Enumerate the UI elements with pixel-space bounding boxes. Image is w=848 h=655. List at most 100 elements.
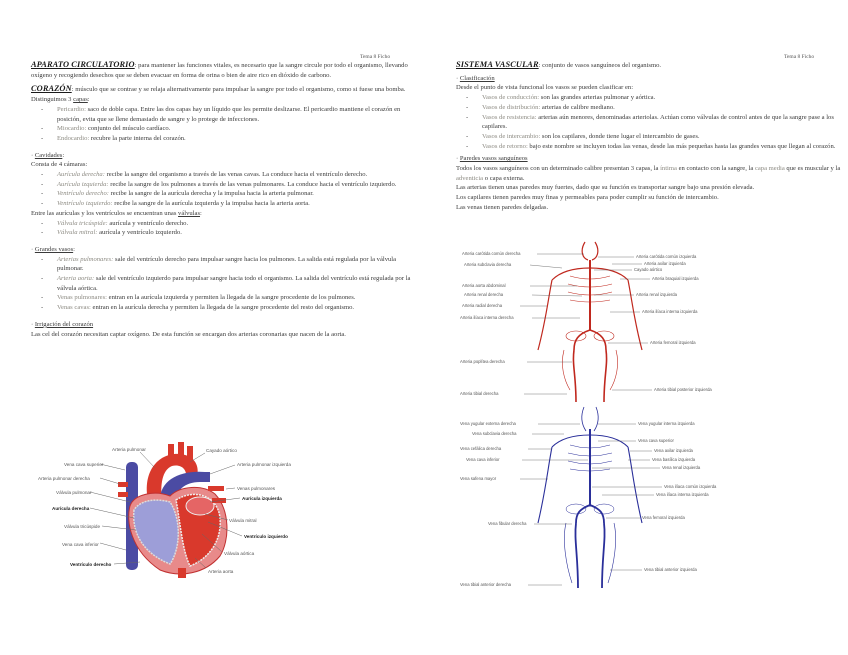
list-item: Endocardio: recubre la parte interna del…: [41, 134, 416, 144]
sistema-title: SISTEMA VASCULAR: [456, 60, 539, 69]
aparato-title: APARATO CIRCULATORIO: [31, 60, 135, 69]
svg-text:Vena tibial anterior derecha: Vena tibial anterior derecha: [460, 582, 512, 587]
svg-text:Vena cava superior: Vena cava superior: [638, 438, 674, 443]
svg-text:Arteria carótida común izquier: Arteria carótida común izquierda: [636, 254, 697, 259]
list-item: Vasos de conducción: son las grandes art…: [466, 93, 848, 103]
svg-text:Arteria braquial izquierda: Arteria braquial izquierda: [652, 276, 699, 281]
arteries-diagram: Arteria carótida común derecha Arteria s…: [460, 241, 712, 403]
svg-text:Cayado aórtico: Cayado aórtico: [634, 267, 663, 272]
svg-text:Vena axilar izquierda: Vena axilar izquierda: [654, 448, 694, 453]
svg-text:Vena yugular interna izquierda: Vena yugular interna izquierda: [638, 421, 695, 426]
svg-text:Arteria renal izquierda: Arteria renal izquierda: [636, 292, 678, 297]
list-item: Vasos de distribución: arterias de calib…: [466, 103, 848, 113]
sistema-paragraph: SISTEMA VASCULAR: conjunto de vasos sang…: [456, 60, 662, 69]
cavidades-intro: Consta de 4 cámaras:: [31, 161, 88, 169]
paredes-p2: Las arterias tienen unas paredes muy fue…: [456, 184, 755, 192]
svg-text:Válvula tricúspide: Válvula tricúspide: [64, 524, 100, 529]
svg-text:Vena cava inferior: Vena cava inferior: [62, 542, 99, 547]
svg-text:Vena yugular externa derecha: Vena yugular externa derecha: [460, 421, 517, 426]
svg-text:Arteria ilíaca interna derecha: Arteria ilíaca interna derecha: [460, 315, 514, 320]
svg-text:Vena renal izquierda: Vena renal izquierda: [662, 465, 701, 470]
svg-text:Arteria pulmonar derecha: Arteria pulmonar derecha: [38, 476, 90, 481]
corazon-title: CORAZÓN: [31, 84, 72, 94]
svg-text:Aurícula izquierda: Aurícula izquierda: [242, 496, 282, 501]
list-item: Miocardio: conjunto del músculo cardíaco…: [41, 124, 416, 134]
svg-text:Arteria femoral izquierda: Arteria femoral izquierda: [650, 340, 696, 345]
cavidades-list: Aurícula derecha: recibe la sangre del o…: [31, 170, 416, 209]
list-item: Pericardio: saco de doble capa. Entre la…: [41, 105, 416, 124]
svg-text:Aurícula derecha: Aurícula derecha: [52, 506, 90, 511]
veins-diagram: Vena yugular externa derecha Vena subcla…: [460, 406, 717, 589]
page-header: Tema 8 Ficho: [360, 54, 391, 60]
svg-text:Ventrículo derecho: Ventrículo derecho: [70, 562, 112, 567]
list-item: Aurícula izquierda: recibe la sangre de …: [41, 180, 416, 190]
valvulas-list: Válvula tricúspide: aurícula y ventrícul…: [31, 219, 416, 238]
svg-text:Vena ilíaca interna izquierda: Vena ilíaca interna izquierda: [656, 492, 709, 497]
grandes-vasos-list: Arterias pulmonares: sale del ventrículo…: [31, 255, 416, 313]
svg-text:Vena subclavia derecha: Vena subclavia derecha: [472, 431, 517, 436]
cavidades-heading: · Cavidades:: [31, 151, 65, 159]
list-item: Vasos de intercambio: son los capilares,…: [466, 132, 848, 142]
heart-diagram: Vena cava superior Arteria pulmonar dere…: [38, 442, 291, 578]
svg-text:Vena tibial anterior izquierda: Vena tibial anterior izquierda: [644, 567, 698, 572]
svg-text:Vena safena mayor: Vena safena mayor: [460, 476, 497, 481]
svg-text:Vena cava inferior: Vena cava inferior: [466, 457, 500, 462]
clasificacion-heading: · Clasificación: [456, 74, 495, 82]
capas-list: Pericardio: saco de doble capa. Entre la…: [31, 105, 416, 144]
svg-text:Arteria aorta abdominal: Arteria aorta abdominal: [462, 283, 506, 288]
capas-intro: Distinguimos 3 capas:: [31, 96, 90, 104]
left-page: Tema 8 Ficho APARATO CIRCULATORIO: para …: [0, 0, 424, 655]
list-item: Arterias pulmonares: sale del ventrículo…: [41, 255, 416, 274]
irrigacion-text: Las cel del corazón necesitan captar oxí…: [31, 330, 346, 338]
paredes-p3: Los capilares tienen paredes muy finas y…: [456, 194, 719, 202]
paredes-p1: Todos los vasos sanguíneos con un determ…: [456, 165, 841, 182]
svg-text:Arteria tibial posterior izqui: Arteria tibial posterior izquierda: [654, 387, 712, 392]
clasificacion-list: Vasos de conducción: son las grandes art…: [456, 93, 848, 151]
grandes-vasos-heading: · Grandes vasos:: [31, 245, 75, 253]
list-item: Venas cavas: entran en la aurícula derec…: [41, 303, 416, 313]
svg-text:Arteria subclavia derecha: Arteria subclavia derecha: [464, 262, 512, 267]
list-item: Arteria aorta: sale del ventrículo izqui…: [41, 274, 416, 293]
list-item: Válvula tricúspide: aurícula y ventrícul…: [41, 219, 416, 229]
svg-text:Arteria renal derecha: Arteria renal derecha: [464, 292, 504, 297]
svg-text:Válvula aórtica: Válvula aórtica: [224, 551, 255, 556]
svg-text:Arteria radial derecha: Arteria radial derecha: [462, 303, 503, 308]
svg-text:Arteria ilíaca interna izquier: Arteria ilíaca interna izquierda: [642, 309, 698, 314]
clasificacion-intro: Desde el punto de vista funcional los va…: [456, 84, 634, 92]
list-item: Aurícula derecha: recibe la sangre del o…: [41, 170, 416, 180]
corazon-paragraph: CORAZÓN: músculo que se contrae y se rel…: [31, 84, 406, 94]
list-item: Ventrículo izquierdo: recibe la sangre d…: [41, 199, 416, 209]
aparato-paragraph: APARATO CIRCULATORIO: para mantener las …: [31, 60, 408, 79]
svg-text:Arteria carótida común derecha: Arteria carótida común derecha: [462, 251, 521, 256]
svg-text:Vena femoral izquierda: Vena femoral izquierda: [642, 515, 686, 520]
svg-text:Cayado aórtico: Cayado aórtico: [206, 448, 237, 453]
svg-text:Ventrículo izquierdo: Ventrículo izquierdo: [244, 534, 288, 539]
irrigacion-heading: · Irrigación del corazón: [31, 320, 94, 328]
valvulas-intro: Entre las aurículas y los ventrículos se…: [31, 209, 202, 217]
list-item: Vasos de retorno: bajo este nombre se in…: [466, 142, 848, 152]
list-item: Vasos de resistencia: arterias aún menor…: [466, 113, 848, 132]
paredes-heading: · Paredes vasos sanguíneos: [456, 155, 528, 163]
svg-text:Vena basílica izquierda: Vena basílica izquierda: [652, 457, 696, 462]
list-item: Válvula mitral: aurícula y ventrículo iz…: [41, 228, 416, 238]
svg-text:Arteria pulmonar: Arteria pulmonar: [112, 447, 146, 452]
svg-text:Válvula mitral: Válvula mitral: [229, 518, 257, 523]
svg-text:Vena cefálica derecha: Vena cefálica derecha: [460, 446, 502, 451]
left-content: APARATO CIRCULATORIO: para mantener las …: [31, 60, 416, 339]
svg-text:Venas pulmonares: Venas pulmonares: [237, 486, 276, 491]
svg-text:Vena cava superior: Vena cava superior: [64, 462, 104, 467]
svg-text:Vena ilíaca común izquierda: Vena ilíaca común izquierda: [664, 484, 717, 489]
svg-text:Arteria pulmonar izquierda: Arteria pulmonar izquierda: [237, 462, 291, 467]
right-content: SISTEMA VASCULAR: conjunto de vasos sang…: [456, 60, 848, 213]
svg-text:Arteria tibial derecha: Arteria tibial derecha: [460, 391, 499, 396]
svg-text:Arteria poplítea derecha: Arteria poplítea derecha: [460, 359, 505, 364]
svg-text:Vena fibular derecha: Vena fibular derecha: [488, 521, 527, 526]
page-header: Tema 8 Ficho: [784, 54, 815, 60]
list-item: Venas pulmonares: entran en la aurícula …: [41, 293, 416, 303]
list-item: Ventrículo derecho: recibe la sangre de …: [41, 189, 416, 199]
paredes-p4: Las venas tienen paredes delgadas.: [456, 203, 549, 211]
right-page: Tema 8 Ficho SISTEMA VASCULAR: conjunto …: [424, 0, 848, 655]
svg-text:Arteria aorta: Arteria aorta: [208, 569, 234, 574]
svg-text:Válvula pulmonar: Válvula pulmonar: [56, 490, 92, 495]
svg-text:Arteria axilar izquierda: Arteria axilar izquierda: [644, 261, 686, 266]
